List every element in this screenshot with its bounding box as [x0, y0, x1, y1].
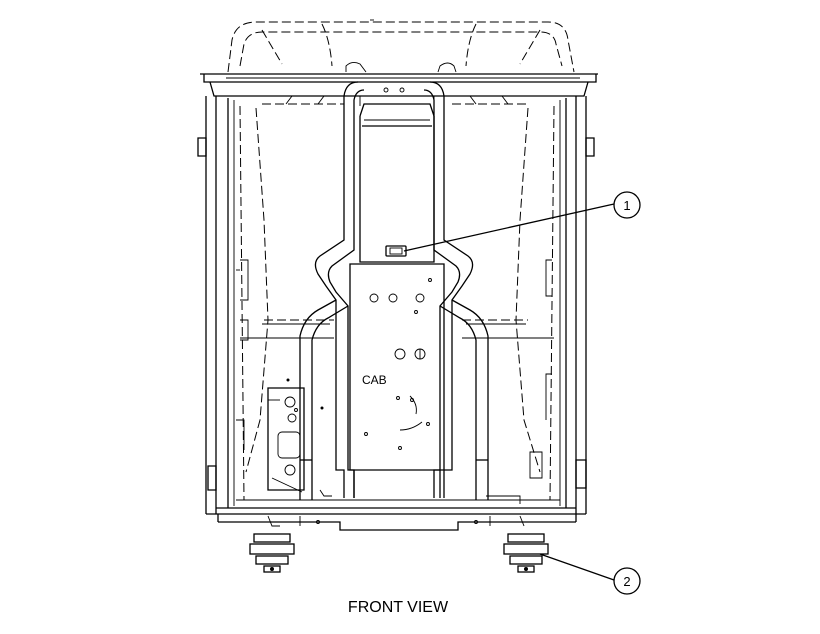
right-outer-post	[549, 96, 595, 514]
roof-rail	[200, 61, 598, 97]
callout-2-number: 2	[623, 574, 630, 589]
view-caption: FRONT VIEW	[348, 599, 449, 616]
window-frames	[245, 95, 541, 473]
right-side-details	[529, 259, 552, 479]
callout-1-number: 1	[623, 198, 630, 213]
left-side-details	[236, 259, 249, 450]
right-mount	[503, 533, 549, 573]
center-panel	[349, 96, 445, 498]
panel-holes	[364, 87, 432, 450]
callout-1: 1	[403, 191, 641, 252]
roof-structure	[227, 19, 575, 73]
left-lower-bracket	[267, 378, 324, 493]
left-outer-post	[197, 96, 245, 514]
part-1-connector	[385, 245, 407, 257]
cross-members	[240, 319, 554, 339]
callout-2: 2	[539, 553, 641, 595]
cab-base	[206, 489, 586, 531]
cab-label: CAB	[362, 373, 387, 387]
left-mount	[249, 533, 295, 573]
left-roll-bar	[299, 81, 365, 500]
